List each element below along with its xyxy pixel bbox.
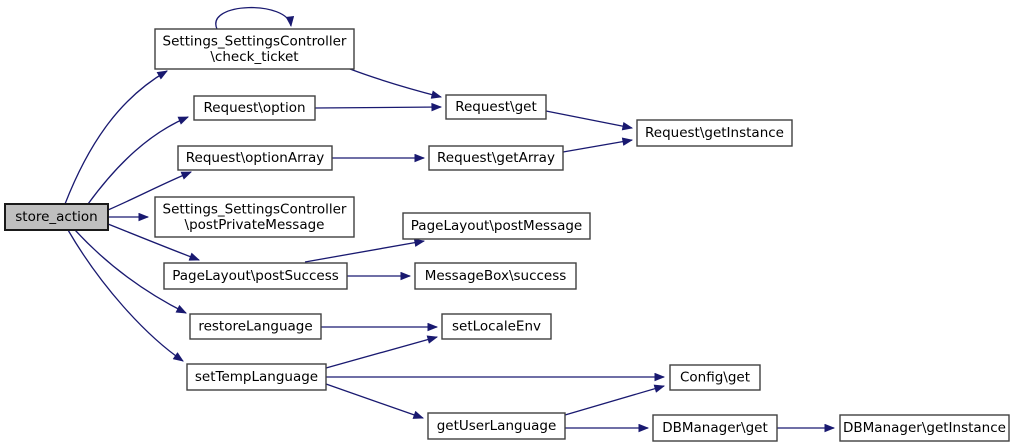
node-page-layout-post-message-label: PageLayout\postMessage: [411, 218, 582, 234]
edge-request-option-to-request-get: [314, 102, 443, 112]
edge-set-temp-language-to-get-user-language: [325, 383, 425, 419]
node-request-option-label: Request\option: [203, 100, 305, 116]
node-request-get-box[interactable]: [445, 94, 547, 120]
node-check-ticket-box[interactable]: [154, 28, 355, 70]
node-config-get[interactable]: Config\get: [669, 364, 761, 391]
node-restore-language[interactable]: restoreLanguage: [189, 313, 322, 340]
edge-store-action-to-restore-language: [74, 229, 187, 314]
node-db-manager-get-instance-label: DBManager\getInstance: [843, 420, 1006, 436]
node-request-get[interactable]: Request\get: [445, 94, 547, 120]
node-set-temp-language-box[interactable]: [186, 363, 327, 391]
node-store-action[interactable]: store_action: [4, 203, 109, 231]
node-db-manager-get-instance-box[interactable]: [839, 414, 1010, 442]
node-request-option-box[interactable]: [193, 95, 316, 121]
node-request-get-instance-label: Request\getInstance: [645, 125, 784, 141]
node-request-option-array[interactable]: Request\optionArray: [177, 145, 333, 171]
node-request-get-array-box[interactable]: [428, 145, 564, 171]
node-db-manager-get[interactable]: DBManager\get: [652, 414, 778, 442]
node-message-box-success-label: MessageBox\success: [425, 268, 567, 284]
node-config-get-label: Config\get: [680, 370, 750, 386]
node-db-manager-get-instance[interactable]: DBManager\getInstance: [839, 414, 1010, 442]
edge-check-ticket-to-check-ticket-self-loop: [215, 6, 295, 30]
edge-store-action-to-check-ticket: [64, 70, 168, 205]
node-request-get-instance-box[interactable]: [636, 119, 793, 147]
node-get-user-language-label: getUserLanguage: [437, 418, 557, 434]
node-restore-language-label: restoreLanguage: [198, 319, 312, 335]
node-post-private-message[interactable]: Settings_SettingsController\postPrivateM…: [154, 196, 355, 238]
edge-store-action-to-post-success: [107, 223, 200, 261]
node-page-layout-post-message-box[interactable]: [402, 212, 591, 240]
node-request-get-array-label: Request\getArray: [437, 150, 555, 166]
node-store-action-box[interactable]: [4, 203, 109, 231]
edge-request-get-array-to-request-get-instance: [562, 137, 634, 153]
node-get-user-language[interactable]: getUserLanguage: [427, 412, 566, 440]
node-set-locale-env-label: setLocaleEnv: [452, 319, 541, 335]
node-get-user-language-box[interactable]: [427, 412, 566, 440]
edge-set-temp-language-to-set-locale-env: [325, 335, 439, 369]
node-store-action-label: store_action: [15, 209, 97, 225]
node-message-box-success[interactable]: MessageBox\success: [414, 262, 577, 290]
edge-post-success-to-page-layout-post-message: [304, 238, 426, 263]
node-request-get-label: Request\get: [455, 99, 537, 115]
node-request-get-instance[interactable]: Request\getInstance: [636, 119, 793, 147]
edge-store-action-to-request-option-array: [107, 171, 192, 211]
node-page-layout-post-message[interactable]: PageLayout\postMessage: [402, 212, 591, 240]
node-message-box-success-box[interactable]: [414, 262, 577, 290]
edge-check-ticket-to-request-get: [349, 68, 443, 99]
node-check-ticket-label: \check_ticket: [210, 49, 298, 65]
node-db-manager-get-label: DBManager\get: [662, 420, 768, 436]
node-post-private-message-box[interactable]: [154, 196, 355, 238]
edge-request-get-to-request-get-instance: [545, 110, 634, 131]
node-request-option-array-label: Request\optionArray: [186, 150, 324, 166]
edge-get-user-language-to-config-get: [564, 384, 666, 416]
node-config-get-box[interactable]: [669, 364, 761, 391]
node-post-success-box[interactable]: [163, 262, 348, 290]
edge-store-action-to-request-option: [87, 116, 189, 205]
node-post-private-message-label: Settings_SettingsController: [163, 201, 347, 217]
node-post-success-label: PageLayout\postSuccess: [172, 268, 339, 284]
node-post-success[interactable]: PageLayout\postSuccess: [163, 262, 348, 290]
node-request-option[interactable]: Request\option: [193, 95, 316, 121]
node-set-temp-language[interactable]: setTempLanguage: [186, 363, 327, 391]
node-set-locale-env-box[interactable]: [441, 313, 552, 340]
node-check-ticket[interactable]: Settings_SettingsController\check_ticket: [154, 28, 355, 70]
node-set-temp-language-label: setTempLanguage: [195, 369, 318, 385]
node-restore-language-box[interactable]: [189, 313, 322, 340]
node-set-locale-env[interactable]: setLocaleEnv: [441, 313, 552, 340]
edge-store-action-to-set-temp-language: [67, 229, 184, 362]
node-db-manager-get-box[interactable]: [652, 414, 778, 442]
node-post-private-message-label: \postPrivateMessage: [185, 217, 325, 233]
node-check-ticket-label: Settings_SettingsController: [163, 33, 347, 49]
node-request-option-array-box[interactable]: [177, 145, 333, 171]
node-request-get-array[interactable]: Request\getArray: [428, 145, 564, 171]
